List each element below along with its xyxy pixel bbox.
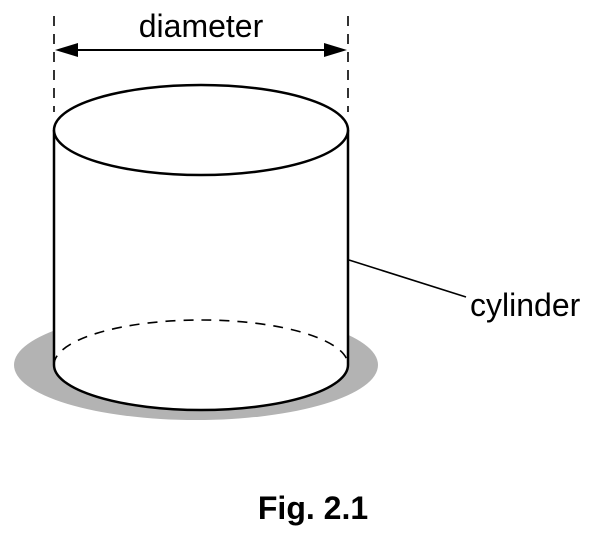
diameter-arrowhead-right [324, 43, 347, 57]
cylinder-label: cylinder [470, 287, 581, 323]
cylinder-bottom-front-edge [52, 364, 350, 412]
cylinder-leader-line [348, 259, 467, 298]
cylinder-body-fill [54, 130, 348, 410]
diameter-arrowhead-left [55, 43, 78, 57]
cylinder-bottom-back-edge [53, 319, 349, 366]
figure-caption: Fig. 2.1 [257, 490, 369, 526]
cylinder-top [52, 83, 350, 177]
diameter-label: diameter [139, 8, 264, 44]
